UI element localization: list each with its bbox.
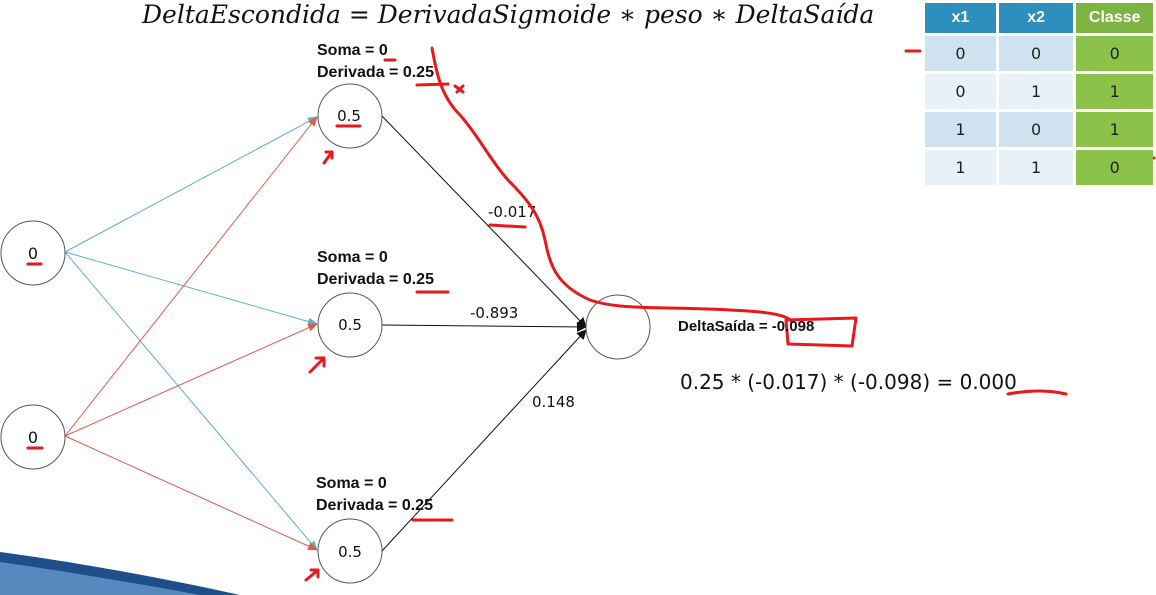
weight-label-h1: -0.017 [488, 203, 536, 221]
edge-i1-h2 [64, 251, 318, 326]
arrow-mark-h1 [322, 150, 334, 165]
edge-i2-h2 [64, 323, 318, 437]
hidden-2-derivada: Derivada = 0.25 [317, 271, 434, 288]
edge-h2-out [381, 321, 587, 332]
input-value-1: 0 [28, 244, 38, 263]
edge-i2-h3 [64, 435, 318, 551]
delta-saida: DeltaSaída = -0.098 [678, 318, 814, 335]
weight-label-h3: 0.148 [532, 393, 575, 411]
hidden-2-soma: Soma = 0 [317, 249, 388, 266]
edge-i1-h1 [64, 116, 318, 253]
input-node-2: 0 [0, 404, 66, 470]
underline-result [1006, 389, 1068, 396]
edge-i1-h3 [64, 251, 318, 551]
cell-x1: 0 [925, 74, 996, 109]
delta-escondida-calculation: 0.25 * (-0.017) * (-0.098) = 0.000 [680, 370, 1017, 394]
delta-saida-label: DeltaSaída = [678, 318, 772, 335]
annotation-curve [430, 46, 794, 324]
output-node [585, 294, 651, 360]
annotation-mark-1 [453, 84, 465, 94]
input-node-1: 0 [0, 220, 66, 286]
annotation-box [784, 316, 858, 348]
cell-x1: 0 [925, 36, 996, 71]
edges-input1 [64, 116, 318, 551]
cell-x2: 1 [998, 150, 1074, 185]
hidden-3-soma: Soma = 0 [316, 475, 387, 492]
hidden-activation-2: 0.5 [338, 316, 362, 334]
arrow-mark-h2 [308, 356, 326, 374]
hidden-1-derivada: Derivada = 0.25 [317, 64, 434, 81]
hidden-node-1: 0.5 [317, 83, 383, 149]
cell-classe: 0 [1076, 150, 1153, 185]
hidden-activation-3: 0.5 [338, 543, 362, 561]
col-header-classe: Classe [1076, 3, 1153, 33]
hidden-1-labels: Soma = 0 Derivada = 0.25 [317, 40, 434, 84]
edge-i2-h1 [64, 116, 318, 437]
delta-saida-value: -0.098 [771, 318, 815, 335]
bottom-swoosh [0, 552, 240, 595]
hidden-3-labels: Soma = 0 Derivada = 0.25 [316, 473, 433, 517]
cell-x2: 0 [998, 112, 1074, 147]
cell-classe: 1 [1076, 112, 1153, 147]
edge-h1-out [381, 115, 587, 328]
cell-classe: 1 [1076, 74, 1153, 109]
weight-label-h2: -0.893 [470, 304, 518, 322]
cell-x2: 0 [998, 36, 1074, 71]
hidden-2-labels: Soma = 0 Derivada = 0.25 [317, 247, 434, 291]
underline-derivada-1 [415, 82, 450, 87]
col-header-x2: x2 [998, 3, 1074, 33]
cell-classe: 0 [1076, 36, 1153, 71]
edges-hidden-output [381, 115, 587, 552]
edges-input2 [64, 116, 318, 551]
underline-weight-1 [488, 223, 527, 229]
col-header-x1: x1 [925, 3, 996, 33]
hidden-1-soma: Soma = 0 [317, 42, 388, 59]
hidden-node-3: 0.5 [317, 518, 383, 584]
hidden-activation-1: 0.5 [337, 107, 361, 125]
input-value-2: 0 [28, 428, 38, 447]
cell-x1: 1 [925, 150, 996, 185]
cell-x1: 1 [925, 112, 996, 147]
hidden-3-derivada: Derivada = 0.25 [316, 497, 433, 514]
formula-title: DeltaEscondida = DerivadaSigmoide ∗ peso… [142, 0, 875, 29]
hidden-node-2: 0.5 [317, 292, 383, 358]
arrow-mark-h3 [304, 568, 320, 582]
edge-h3-out [381, 329, 587, 552]
cell-x2: 1 [998, 74, 1074, 109]
